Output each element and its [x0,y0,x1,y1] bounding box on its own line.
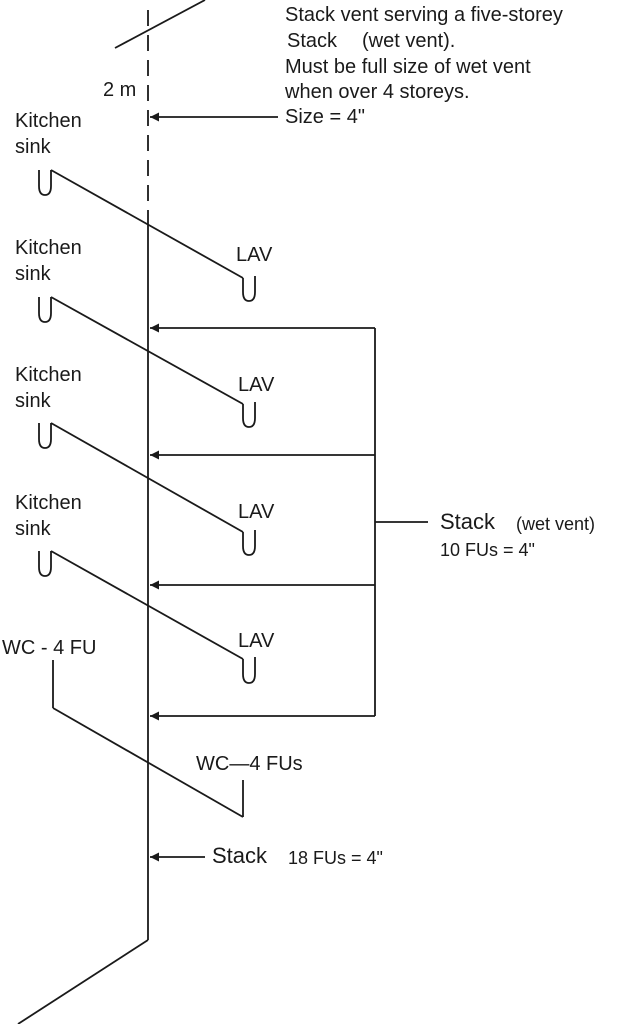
lav-label: LAV [238,630,275,652]
kitchen-sink-trap [38,170,52,196]
wet-vent-stack-load: 10 FUs = 4" [440,540,535,560]
lav-label: LAV [238,374,275,396]
kitchen-sink-trap [38,551,52,577]
kitchen-sink-label: sink [15,136,51,158]
wc-left-label: WC - 4 FU [2,637,97,659]
vent-terminal-line [114,0,206,49]
vent-note-wet-vent: (wet vent). [362,30,456,52]
wc-right-label: WC—4 FUs [196,753,303,775]
dimension-label: 2 m [103,79,137,101]
vent-note-line-3: Must be full size of wet vent [285,56,531,78]
lav-trap [242,276,256,302]
vent-note-line-4: when over 4 storeys. [285,81,470,103]
lav-trap [242,530,256,556]
lav-label: LAV [238,501,275,523]
kitchen-sink-label: sink [15,390,51,412]
wet-vent-stack-title: Stack [440,509,496,534]
fixture-drain [50,296,244,405]
wet-vent-stack-qualifier: (wet vent) [516,514,596,534]
lav-trap [242,657,256,684]
kitchen-sink-label: sink [15,518,51,540]
kitchen-sink-label: Kitchen [15,492,82,514]
fixture-drain [50,422,244,533]
kitchen-sink-label: Kitchen [15,237,82,259]
kitchen-sink-label: Kitchen [15,364,82,386]
kitchen-sink-label: Kitchen [15,110,82,132]
vent-note-stack-word: Stack [287,30,338,52]
main-stack-title: Stack [212,843,268,868]
fixture-drain [50,550,244,660]
vent-note-line-1: Stack vent serving a five-storey [285,4,563,26]
kitchen-sink-trap [38,423,52,449]
main-stack-load: 18 FUs = 4" [288,848,383,868]
building-drain-line [17,939,149,1024]
kitchen-sink-trap [38,297,52,323]
lav-label: LAV [236,244,273,266]
wc-fixture-drain [52,707,244,818]
lav-trap [242,402,256,428]
vent-size-label: Size = 4" [285,106,365,128]
kitchen-sink-label: sink [15,263,51,285]
fixture-drain [50,169,244,279]
